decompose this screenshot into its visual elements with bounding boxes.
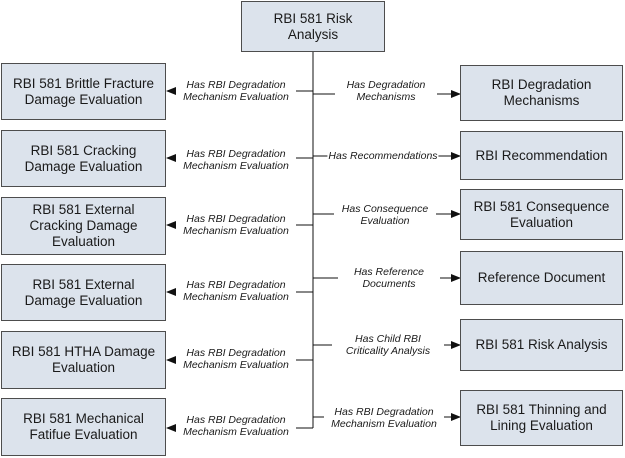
left-node-3[interactable]: RBI 581 External Damage Evaluation — [1, 264, 166, 321]
relationship-label-left-4: Has RBI Degradation Mechanism Evaluation — [176, 347, 296, 371]
relationship-label-right-4: Has Child RBI Criticality Analysis — [332, 333, 444, 357]
right-node-label: RBI 581 Risk Analysis — [475, 337, 608, 352]
right-node-0[interactable]: RBI Degradation Mechanisms — [460, 65, 623, 121]
left-node-4[interactable]: RBI 581 HTHA Damage Evaluation — [1, 331, 166, 389]
left-node-label: RBI 581 Mechanical Fatifue Evaluation — [23, 411, 144, 442]
left-node-label: RBI 581 Brittle Fracture Damage Evaluati… — [12, 75, 155, 107]
left-node-label: RBI 581 External Cracking Damage Evaluat… — [29, 202, 138, 249]
relationship-label-right-3: Has Reference Documents — [338, 266, 440, 290]
right-node-1[interactable]: RBI Recommendation — [460, 131, 623, 180]
relationship-text: Has RBI Degradation Mechanism Evaluation — [183, 347, 289, 371]
right-node-label: RBI 581 Thinning and Lining Evaluation — [476, 402, 607, 433]
relationship-text: Has RBI Degradation Mechanism Evaluation — [183, 414, 289, 438]
relationship-label-right-2: Has Consequence Evaluation — [334, 203, 436, 227]
relationship-label-right-1: Has Recommendations — [327, 150, 439, 162]
root-node-label: RBI 581 Risk Analysis — [273, 10, 353, 42]
relationship-text: Has RBI Degradation Mechanism Evaluation — [183, 148, 289, 172]
left-node-5[interactable]: RBI 581 Mechanical Fatifue Evaluation — [1, 398, 166, 456]
right-node-2[interactable]: RBI 581 Consequence Evaluation — [460, 189, 623, 240]
relationship-label-right-0: Has Degradation Mechanisms — [335, 79, 437, 103]
right-node-label: RBI 581 Consequence Evaluation — [473, 198, 610, 230]
right-node-4[interactable]: RBI 581 Risk Analysis — [460, 319, 623, 371]
left-node-label: RBI 581 Cracking Damage Evaluation — [24, 142, 143, 174]
left-node-0[interactable]: RBI 581 Brittle Fracture Damage Evaluati… — [1, 63, 166, 120]
relationship-text: Has Child RBI Criticality Analysis — [345, 333, 431, 357]
relationship-label-left-1: Has RBI Degradation Mechanism Evaluation — [176, 148, 296, 172]
left-node-label: RBI 581 External Damage Evaluation — [24, 276, 143, 308]
root-node[interactable]: RBI 581 Risk Analysis — [241, 1, 385, 52]
relationship-text: Has Reference Documents — [353, 266, 425, 290]
relationship-text: Has RBI Degradation Mechanism Evaluation — [183, 79, 289, 103]
relationship-label-left-0: Has RBI Degradation Mechanism Evaluation — [176, 79, 296, 103]
relationship-label-left-3: Has RBI Degradation Mechanism Evaluation — [176, 279, 296, 303]
right-node-3[interactable]: Reference Document — [460, 251, 623, 305]
relationship-text: Has RBI Degradation Mechanism Evaluation — [183, 279, 289, 303]
right-node-label: RBI Degradation Mechanisms — [491, 77, 592, 108]
left-node-label: RBI 581 HTHA Damage Evaluation — [11, 344, 156, 375]
relationship-text: Has Consequence Evaluation — [341, 203, 429, 227]
right-node-label: Reference Document — [477, 270, 606, 285]
relationship-text: Has Recommendations — [328, 150, 438, 162]
relationship-text: Has RBI Degradation Mechanism Evaluation — [183, 213, 289, 237]
left-node-2[interactable]: RBI 581 External Cracking Damage Evaluat… — [1, 197, 166, 255]
relationship-label-left-5: Has RBI Degradation Mechanism Evaluation — [176, 414, 296, 438]
relationship-text: Has Degradation Mechanisms — [346, 79, 426, 103]
relationship-text: Has RBI Degradation Mechanism Evaluation — [331, 406, 437, 430]
relationship-label-right-5: Has RBI Degradation Mechanism Evaluation — [324, 406, 444, 430]
relationship-label-left-2: Has RBI Degradation Mechanism Evaluation — [176, 213, 296, 237]
left-node-1[interactable]: RBI 581 Cracking Damage Evaluation — [1, 130, 166, 187]
right-node-5[interactable]: RBI 581 Thinning and Lining Evaluation — [460, 390, 623, 446]
right-node-label: RBI Recommendation — [475, 147, 608, 163]
